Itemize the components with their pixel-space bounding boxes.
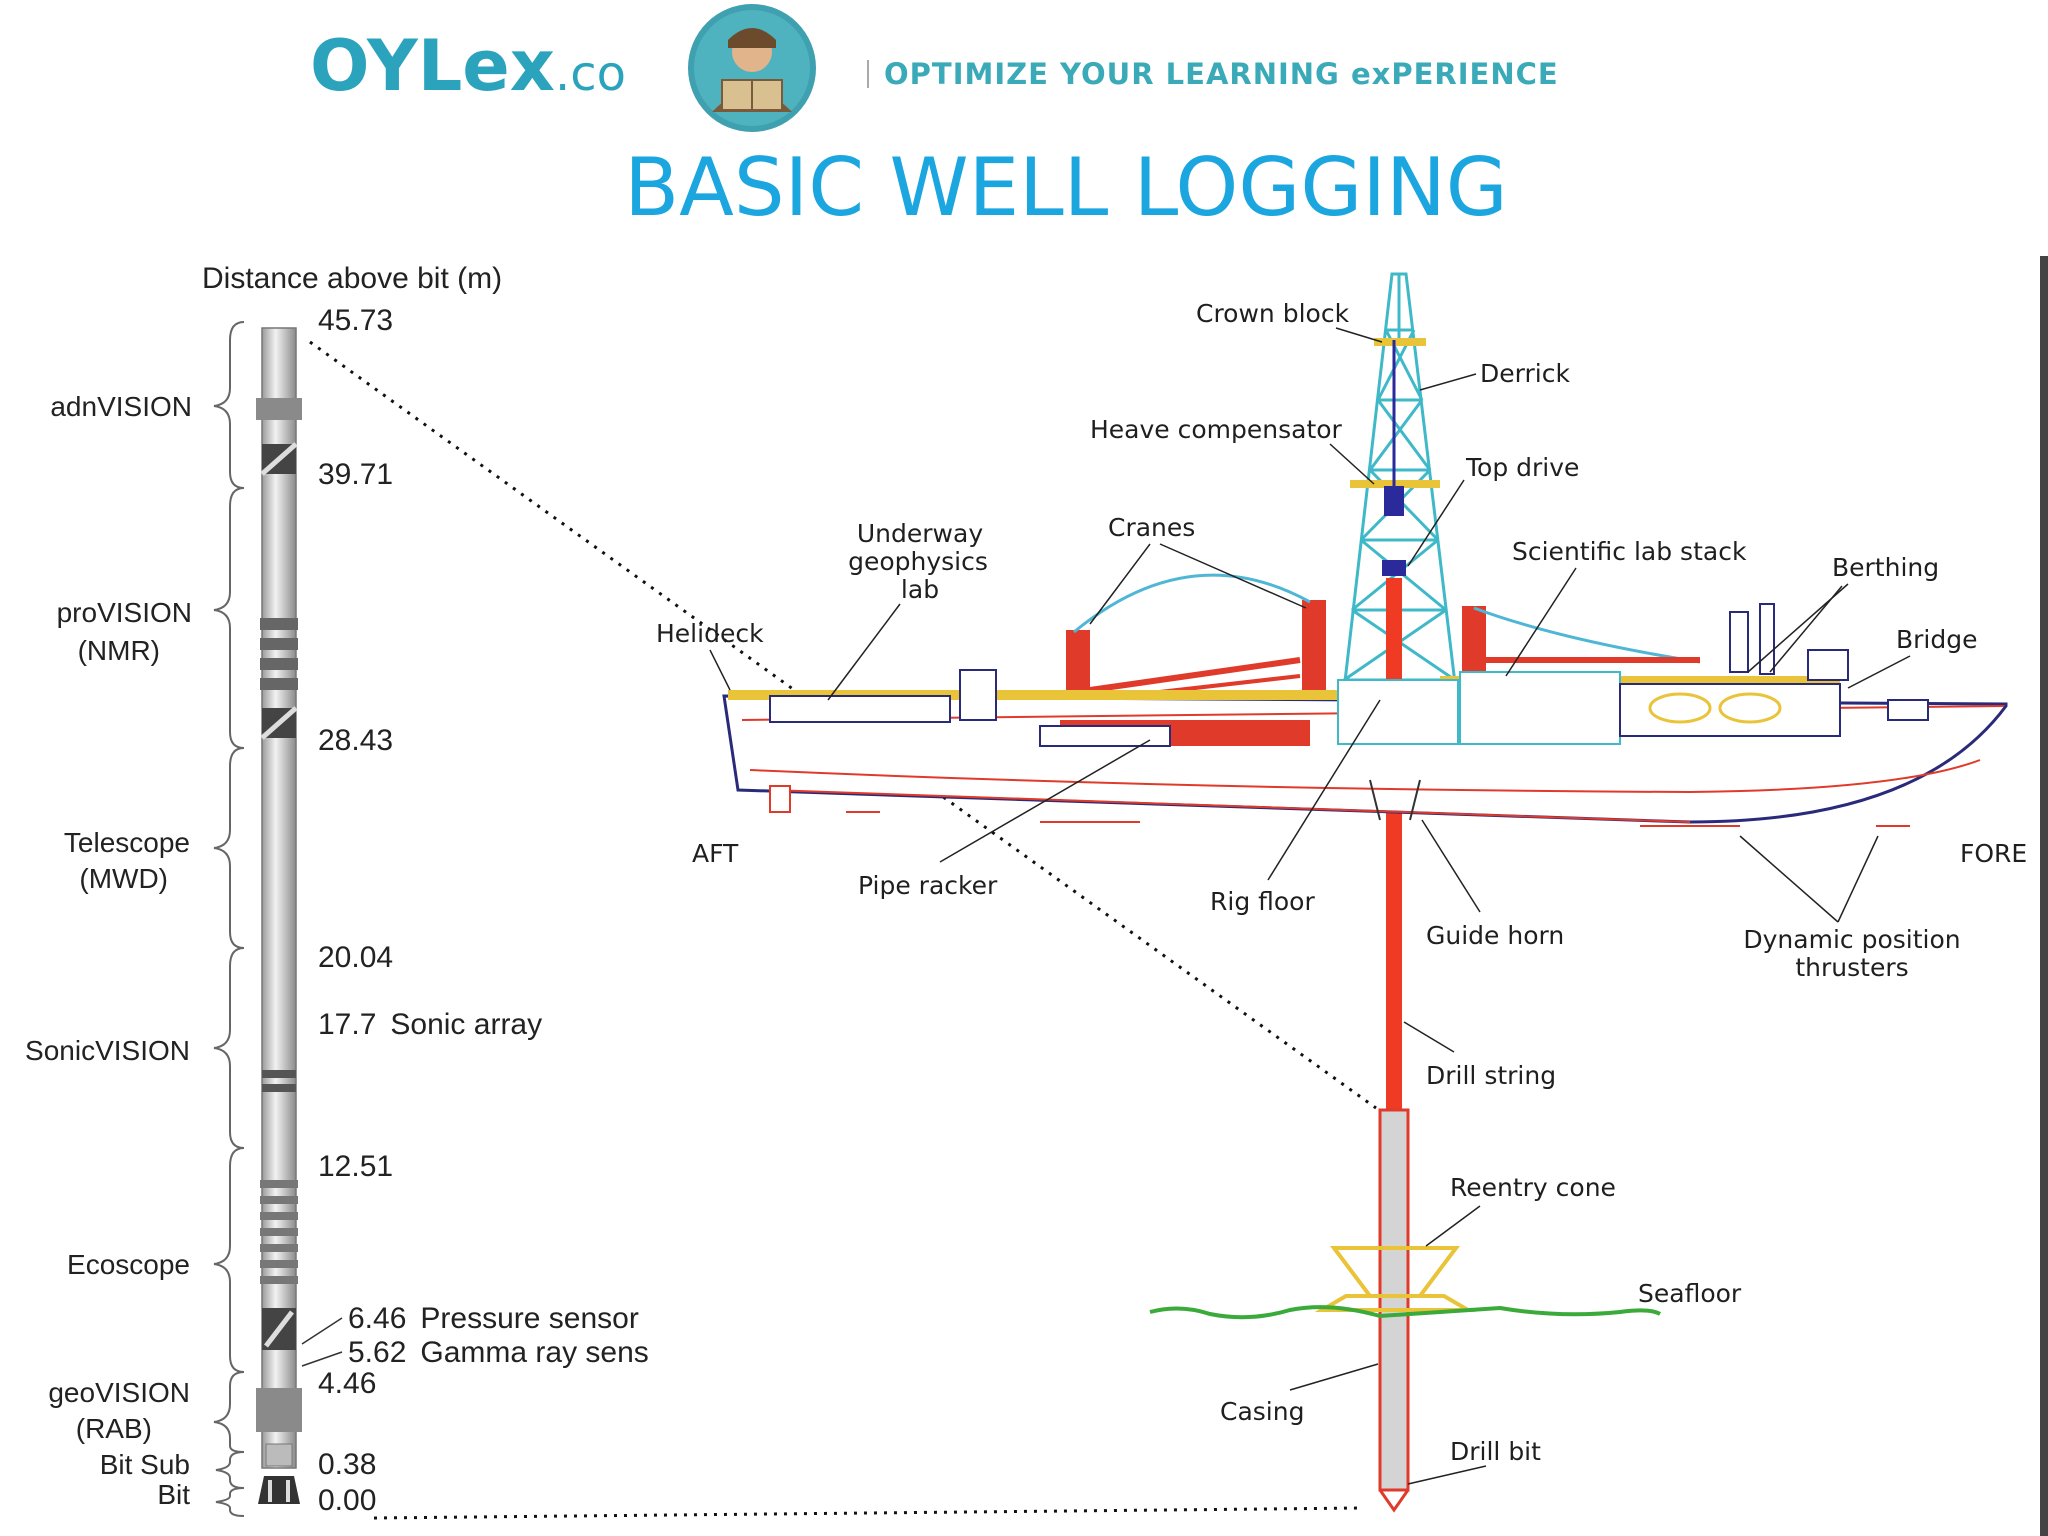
hull	[722, 603, 2008, 824]
nmr-rings	[260, 618, 298, 690]
tool-string	[256, 327, 302, 1504]
label-heave-compensator: Heave compensator	[1090, 415, 1343, 444]
depth-label: 45.73	[318, 304, 393, 337]
tool-bit-sub: Bit Sub	[100, 1449, 190, 1480]
brand-main: OYLex	[310, 25, 555, 107]
label-rig-floor: Rig floor	[1210, 887, 1315, 916]
tool-ecoscope: Ecoscope	[67, 1249, 190, 1280]
tool-names: adnVISION proVISION (NMR) Telescope (MWD…	[25, 391, 192, 1510]
tagline: OPTIMIZE YOUR LEARNING exPERIENCE	[884, 57, 1559, 91]
label-fore: FORE	[1960, 839, 2027, 868]
tool-geovision: geoVISION	[48, 1377, 190, 1408]
drill-string-shape	[1386, 578, 1402, 1110]
depth-label: 28.43	[318, 724, 393, 757]
label-drill-bit: Drill bit	[1450, 1437, 1541, 1466]
label-underway-2: geophysics	[848, 547, 988, 576]
section-braces	[213, 321, 245, 1517]
drillship: Crown block Derrick Heave compensator To…	[656, 256, 2048, 1536]
label-underway-3: lab	[901, 575, 939, 604]
top-drive-shape	[1384, 486, 1404, 516]
label-pipe-racker: Pipe racker	[858, 871, 998, 900]
label-top-drive: Top drive	[1465, 453, 1579, 482]
tool-geovision-sub: (RAB)	[76, 1413, 152, 1444]
tool-provision-sub: (NMR)	[78, 635, 160, 666]
page-title: BASIC WELL LOGGING	[624, 141, 1508, 234]
drill-bit-shape	[1378, 1489, 1410, 1513]
depth-label: 0.38	[318, 1448, 376, 1481]
label-seafloor: Seafloor	[1638, 1279, 1742, 1308]
seafloor-line	[1149, 1305, 1662, 1320]
slide-edge-bar	[2040, 256, 2048, 1536]
label-dp-2: thrusters	[1795, 953, 1908, 982]
label-cranes: Cranes	[1108, 513, 1195, 542]
tool-bit: Bit	[157, 1479, 190, 1510]
bha-axis-label: Distance above bit (m)	[202, 262, 502, 295]
label-underway-1: Underway	[857, 519, 983, 548]
depth-label: 20.04	[318, 941, 393, 974]
tool-sonicvision: SonicVISION	[25, 1035, 190, 1066]
label-guide-horn: Guide horn	[1426, 921, 1564, 950]
ship-labels: Crown block Derrick Heave compensator To…	[656, 299, 2027, 1485]
label-scientific-lab-stack: Scientific lab stack	[1512, 537, 1747, 566]
depth-label: 39.71	[318, 458, 393, 491]
reader-avatar-icon	[688, 4, 816, 132]
brand-suffix: .co	[555, 46, 626, 102]
thrusters	[846, 811, 1910, 827]
label-dp-1: Dynamic position	[1743, 925, 1960, 954]
brand-wordmark: OYLex.co	[310, 25, 626, 107]
bha-column: Distance above bit (m)	[25, 262, 649, 1517]
label-crown-block: Crown block	[1196, 299, 1350, 328]
casing-shape	[1378, 1108, 1410, 1492]
label-casing: Casing	[1220, 1397, 1304, 1426]
label-helideck: Helideck	[656, 619, 764, 648]
label-drill-string: Drill string	[1426, 1061, 1556, 1090]
tool-telescope: Telescope	[64, 827, 190, 858]
depth-label: 4.46	[318, 1367, 376, 1400]
depth-labels: 45.73 39.71 28.43 20.04 12.51 4.46 0.38 …	[318, 304, 393, 1517]
label-reentry-cone: Reentry cone	[1450, 1173, 1616, 1202]
crown-block-shape	[1374, 338, 1426, 346]
depth-label: 12.51	[318, 1150, 393, 1183]
label-derrick: Derrick	[1480, 359, 1570, 388]
tool-provision: proVISION	[57, 597, 192, 628]
tool-telescope-sub: (MWD)	[79, 863, 168, 894]
label-berthing: Berthing	[1832, 553, 1939, 582]
ecoscope-rings	[260, 1180, 298, 1284]
label-aft: AFT	[692, 839, 739, 868]
tool-adnvision: adnVISION	[50, 391, 192, 422]
depth-label: 0.00	[318, 1484, 376, 1517]
label-bridge: Bridge	[1896, 625, 1978, 654]
header: OYLex.co OPTIMIZE YOUR LEARNING exPERIEN…	[310, 4, 1559, 132]
